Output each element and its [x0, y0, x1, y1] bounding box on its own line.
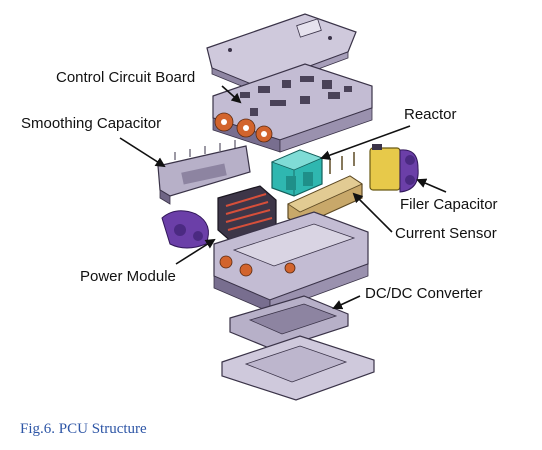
control-circuit-board-assembly	[212, 63, 373, 153]
label-current-sensor: Current Sensor	[395, 225, 497, 242]
arrow-smoothing-capacitor	[119, 137, 166, 168]
dcdc-converter-part	[229, 295, 349, 351]
bottom-cover	[221, 335, 375, 401]
arrow-control-circuit-board	[221, 85, 242, 104]
arrow-filer-capacitor	[416, 178, 447, 193]
arrow-current-sensor	[352, 192, 393, 233]
label-reactor: Reactor	[404, 106, 457, 123]
leader-arrows	[119, 85, 447, 310]
arrow-dcdc-converter	[332, 295, 361, 310]
label-power-module: Power Module	[80, 268, 176, 285]
figure-caption: Fig.6. PCU Structure	[20, 421, 147, 437]
reactor-part	[270, 149, 324, 197]
smoothing-capacitor-part	[157, 140, 251, 205]
label-filer-capacitor: Filer Capacitor	[400, 196, 498, 213]
label-dcdc-converter: DC/DC Converter	[365, 285, 483, 302]
pcu-exploded-diagram	[119, 13, 447, 401]
label-smoothing-capacitor: Smoothing Capacitor	[21, 115, 162, 132]
label-control-circuit-board: Control Circuit Board	[56, 69, 196, 86]
filer-capacitor-part	[369, 144, 419, 193]
arrow-power-module	[175, 238, 216, 265]
arrow-reactor	[320, 125, 411, 160]
